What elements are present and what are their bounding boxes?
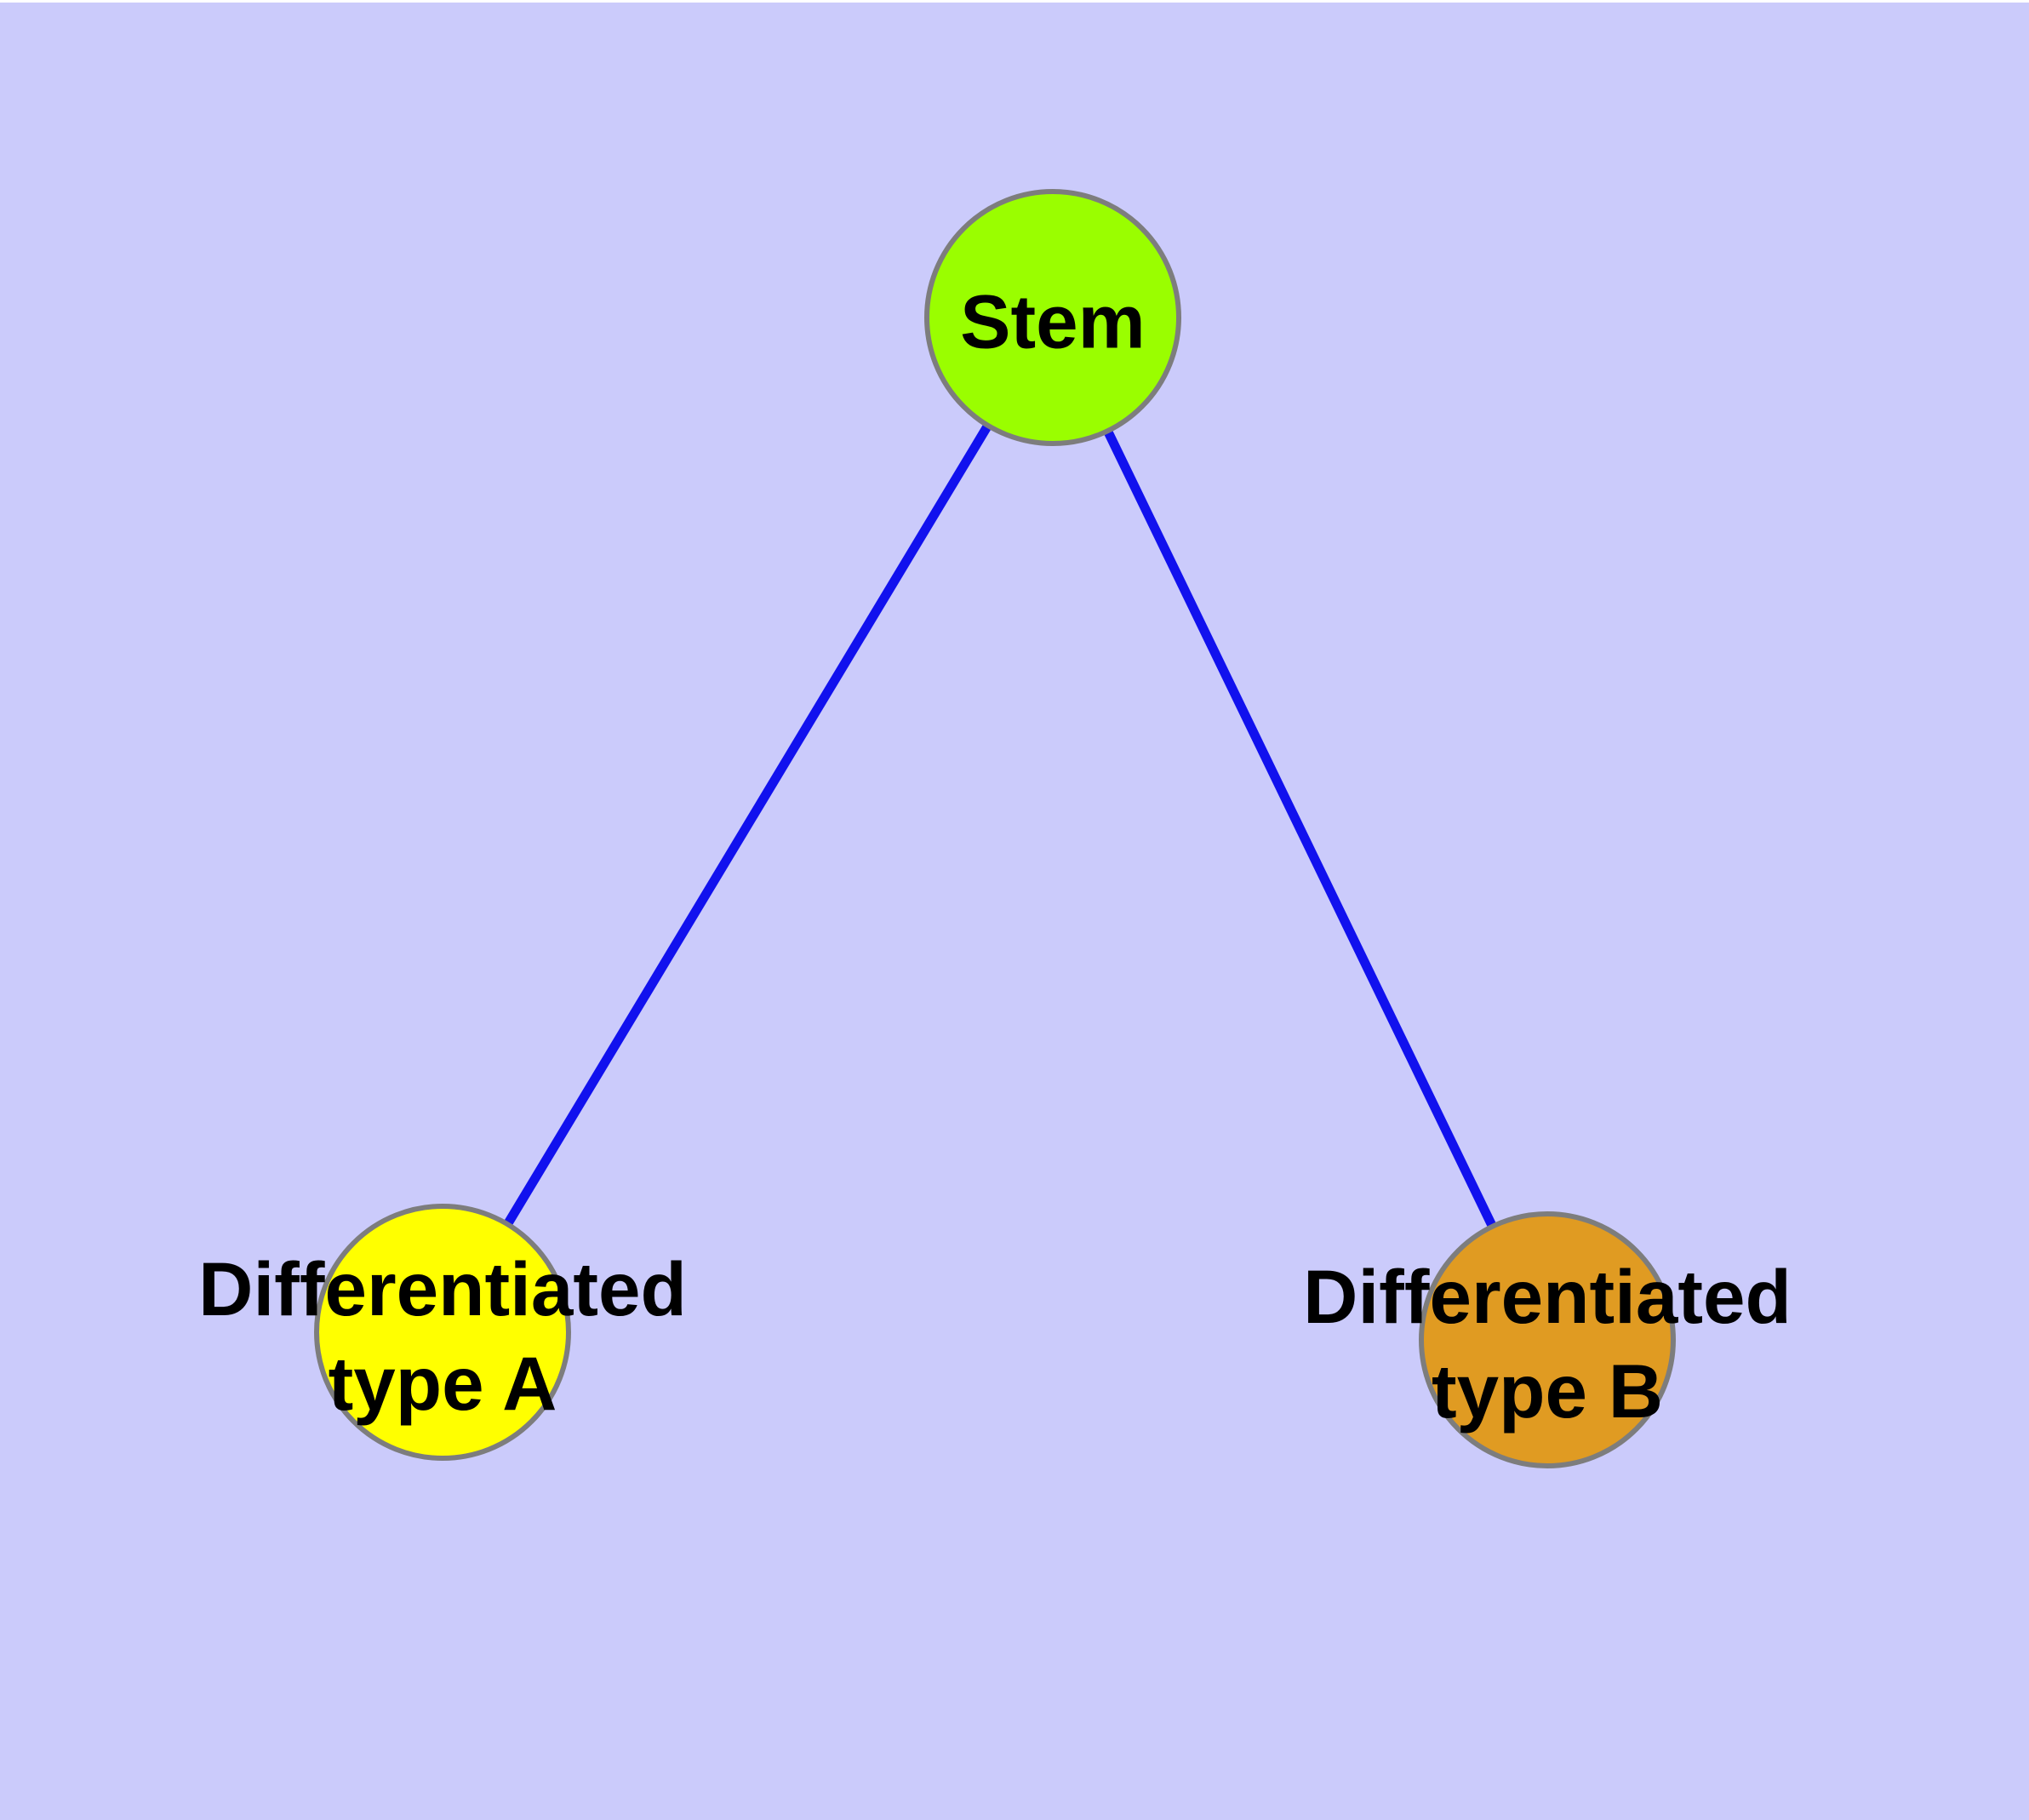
node-typeB-circle <box>1419 1211 1676 1468</box>
node-typeA-circle <box>314 1204 571 1461</box>
node-typeB-label: Differentiated type B <box>1303 1253 1792 1434</box>
node-typeA-label: Differentiated type A <box>198 1245 687 1426</box>
node-stem-circle <box>924 189 1181 446</box>
edge-stem-to-typeA <box>438 315 1057 1335</box>
node-stem-label: Stem <box>960 278 1146 364</box>
edge-stem-to-typeB <box>1049 315 1552 1342</box>
